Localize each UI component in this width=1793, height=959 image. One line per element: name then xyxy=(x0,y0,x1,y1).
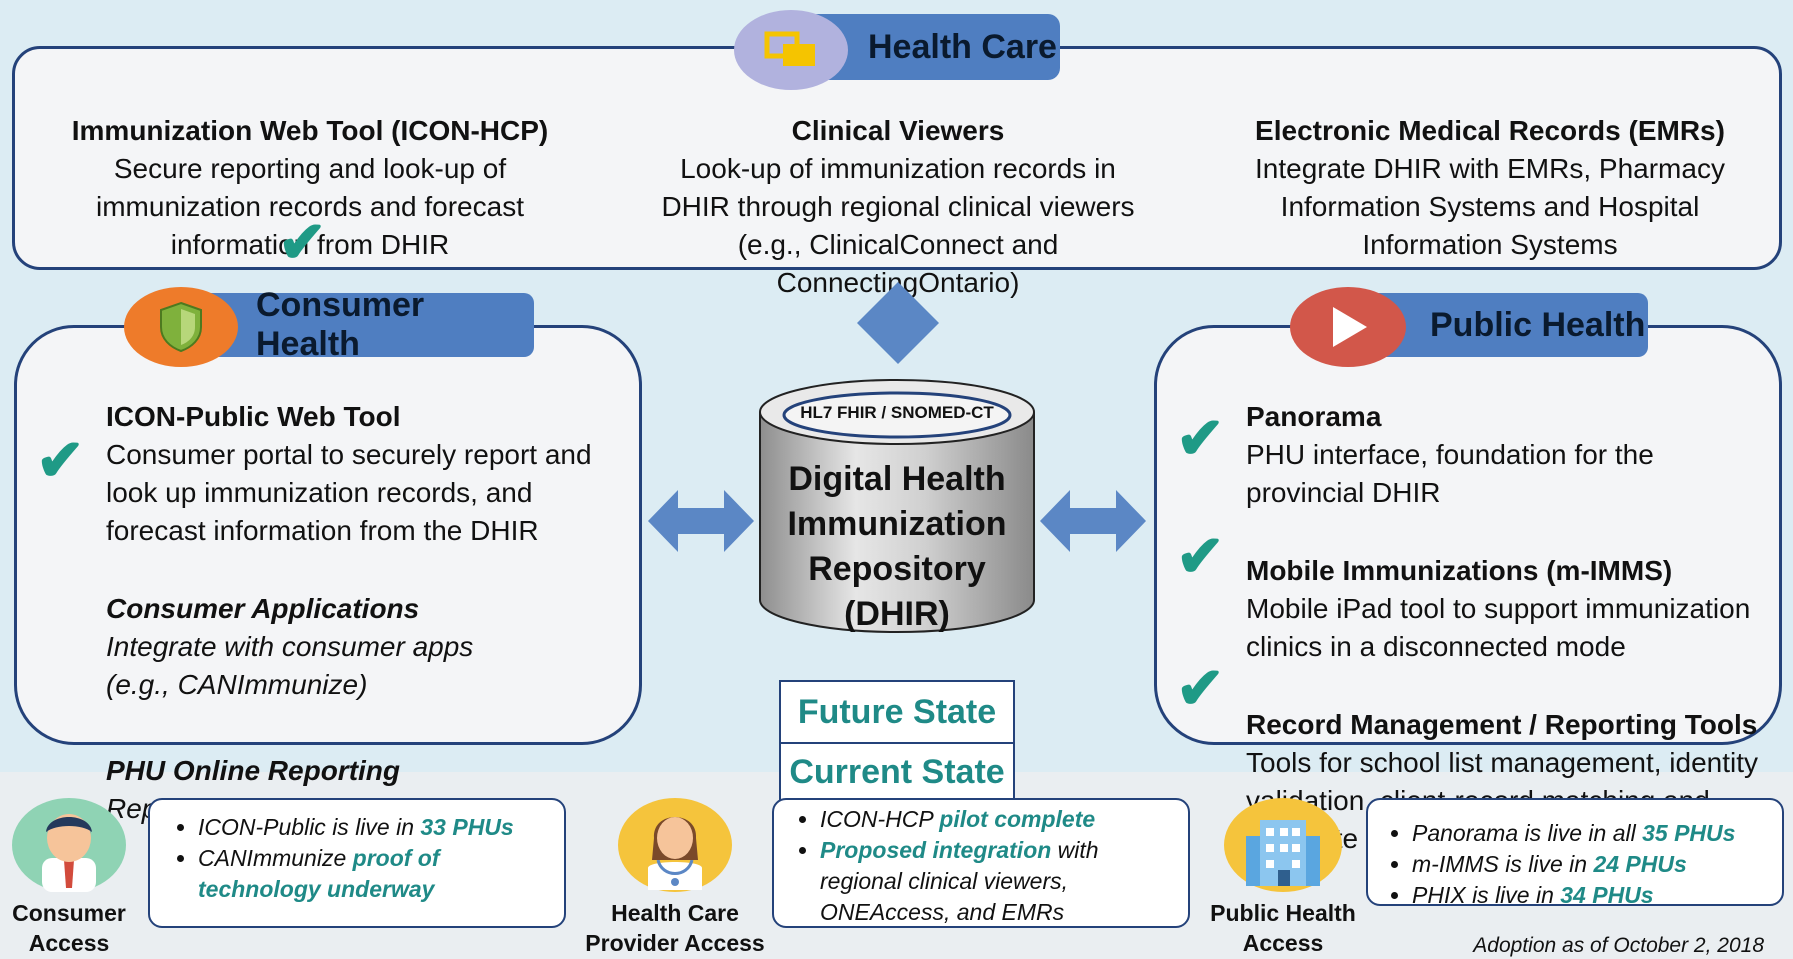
note-item: ICON-Public is live in 33 PHUs xyxy=(198,812,552,843)
ph-item-mimms: Mobile Immunizations (m-IMMS) Mobile iPa… xyxy=(1246,552,1766,666)
ch-item-body: Consumer portal to securely report and l… xyxy=(106,439,592,546)
hcp-access-label: Health Care Provider Access xyxy=(574,898,776,958)
consumer-health-title: Consumer Health xyxy=(256,286,425,363)
note-highlight: 35 PHUs xyxy=(1642,820,1736,846)
note-item: PHIX is live in 34 PHUs xyxy=(1412,880,1770,911)
future-state-label: Future State xyxy=(779,680,1015,742)
note-list: ICON-Public is live in 33 PHUs CANImmuni… xyxy=(174,812,552,905)
note-item: CANImmunize proof of technology underway xyxy=(198,843,552,905)
ch-item-heading: Consumer Applications xyxy=(106,593,420,624)
note-highlight: 34 PHUs xyxy=(1560,882,1654,908)
hc-item-clinical-viewers: Clinical Viewers Look-up of immunization… xyxy=(648,112,1148,302)
shield-icon xyxy=(160,301,202,353)
note-highlight: 24 PHUs xyxy=(1593,851,1687,877)
note-list: ICON-HCP pilot complete Proposed integra… xyxy=(796,804,1176,928)
ph-item-body: PHU interface, foundation for the provin… xyxy=(1246,439,1654,508)
current-state-label: Current State xyxy=(779,742,1015,802)
consumer-health-icon xyxy=(124,287,238,367)
ph-access-notes: Panorama is live in all 35 PHUs m-IMMS i… xyxy=(1366,798,1784,908)
hc-item-heading: Immunization Web Tool (ICON-HCP) xyxy=(71,115,549,146)
health-care-icon xyxy=(734,10,848,90)
access-label-line: Public Health xyxy=(1210,900,1356,926)
check-icon: ✔ xyxy=(278,210,327,275)
ch-item-body: (e.g., CANImmunize) xyxy=(106,669,368,700)
note-highlight: proof of technology underway xyxy=(198,845,440,902)
person-icon xyxy=(42,814,96,892)
current-state-text: Current State xyxy=(789,752,1005,791)
ch-item-consumer-apps: Consumer Applications Integrate with con… xyxy=(106,590,636,704)
dhir-title: Digital Health Immunization Repository (… xyxy=(770,457,1024,637)
ch-item-heading: PHU Online Reporting xyxy=(106,755,400,786)
ph-item-heading: Mobile Immunizations (m-IMMS) xyxy=(1246,555,1673,586)
check-icon: ✔ xyxy=(1176,656,1225,721)
doctor-icon xyxy=(648,817,702,890)
ch-item-heading: ICON-Public Web Tool xyxy=(106,401,401,432)
hc-item-heading: Clinical Viewers xyxy=(791,115,1005,146)
hc-item-icon-hcp: Immunization Web Tool (ICON-HCP) Secure … xyxy=(30,112,590,264)
note-item: ICON-HCP pilot complete xyxy=(820,804,1176,835)
access-label-line: Provider Access xyxy=(585,930,765,956)
health-care-panel xyxy=(12,46,1782,270)
ch-item-icon-public: ICON-Public Web Tool Consumer portal to … xyxy=(106,398,636,550)
double-arrow-left xyxy=(648,490,754,552)
dhir-title-line: Immunization xyxy=(787,505,1007,543)
note-highlight: 33 PHUs xyxy=(420,814,514,840)
health-care-header: Health Care xyxy=(790,14,1060,80)
dhir-title-line: (DHIR) xyxy=(844,595,950,633)
note-item: Proposed integration with regional clini… xyxy=(820,835,1176,928)
public-health-icon xyxy=(1290,287,1406,367)
ph-item-heading: Record Management / Reporting Tools xyxy=(1246,709,1758,740)
windows-icon xyxy=(764,31,815,66)
consumer-avatar xyxy=(12,798,126,892)
access-label-line: Health Care xyxy=(611,900,739,926)
dhir-title-line: Repository xyxy=(808,550,986,588)
consumer-health-panel xyxy=(14,325,642,745)
dhir-cylinder xyxy=(759,379,1035,633)
note-list: Panorama is live in all 35 PHUs m-IMMS i… xyxy=(1388,818,1770,911)
ph-access-label: Public Health Access xyxy=(1196,898,1370,958)
check-icon: ✔ xyxy=(1176,406,1225,471)
footnote: Adoption as of October 2, 2018 xyxy=(1473,934,1764,957)
public-health-title: Public Health xyxy=(1430,305,1646,344)
hcp-avatar xyxy=(618,798,732,892)
access-label-line: Access xyxy=(28,930,110,956)
dhir-title-line: Digital Health xyxy=(788,460,1006,498)
note-highlight: pilot complete xyxy=(939,806,1096,832)
future-state-text: Future State xyxy=(797,692,997,731)
hc-item-body: Look-up of immunization records in DHIR … xyxy=(661,153,1135,298)
public-health-panel xyxy=(1154,325,1782,745)
ph-avatar xyxy=(1224,798,1342,892)
access-label-line: Consumer xyxy=(12,900,126,926)
dhir-standard-label: HL7 FHIR / SNOMED-CT xyxy=(800,403,994,422)
consumer-access-label: Consumer Access xyxy=(0,898,138,958)
note-highlight: Proposed integration xyxy=(820,837,1052,863)
consumer-health-header: Consumer Health xyxy=(198,286,534,363)
ph-item-body: Mobile iPad tool to support immunization… xyxy=(1246,593,1751,662)
note-item: m-IMMS is live in 24 PHUs xyxy=(1412,849,1770,880)
double-arrow-right xyxy=(1040,490,1146,552)
access-label-line: Access xyxy=(1242,930,1324,956)
play-icon xyxy=(1333,307,1367,347)
diamond-connector xyxy=(857,282,939,364)
hc-item-emrs: Electronic Medical Records (EMRs) Integr… xyxy=(1210,112,1770,264)
check-icon: ✔ xyxy=(36,428,85,493)
hc-item-heading: Electronic Medical Records (EMRs) xyxy=(1255,115,1725,146)
note-item: Panorama is live in all 35 PHUs xyxy=(1412,818,1770,849)
consumer-access-notes: ICON-Public is live in 33 PHUs CANImmuni… xyxy=(148,798,566,928)
building-icon xyxy=(1246,820,1320,886)
check-icon: ✔ xyxy=(1176,524,1225,589)
ph-item-panorama: Panorama PHU interface, foundation for t… xyxy=(1246,398,1766,512)
hc-item-body: Integrate DHIR with EMRs, Pharmacy Infor… xyxy=(1255,153,1725,260)
health-care-title: Health Care xyxy=(868,27,1057,66)
ch-item-body: Integrate with consumer apps xyxy=(106,631,474,662)
hc-item-body: Secure reporting and look-up of immuniza… xyxy=(96,153,524,260)
hcp-access-notes: ICON-HCP pilot complete Proposed integra… xyxy=(772,798,1190,928)
ph-item-heading: Panorama xyxy=(1246,401,1382,432)
